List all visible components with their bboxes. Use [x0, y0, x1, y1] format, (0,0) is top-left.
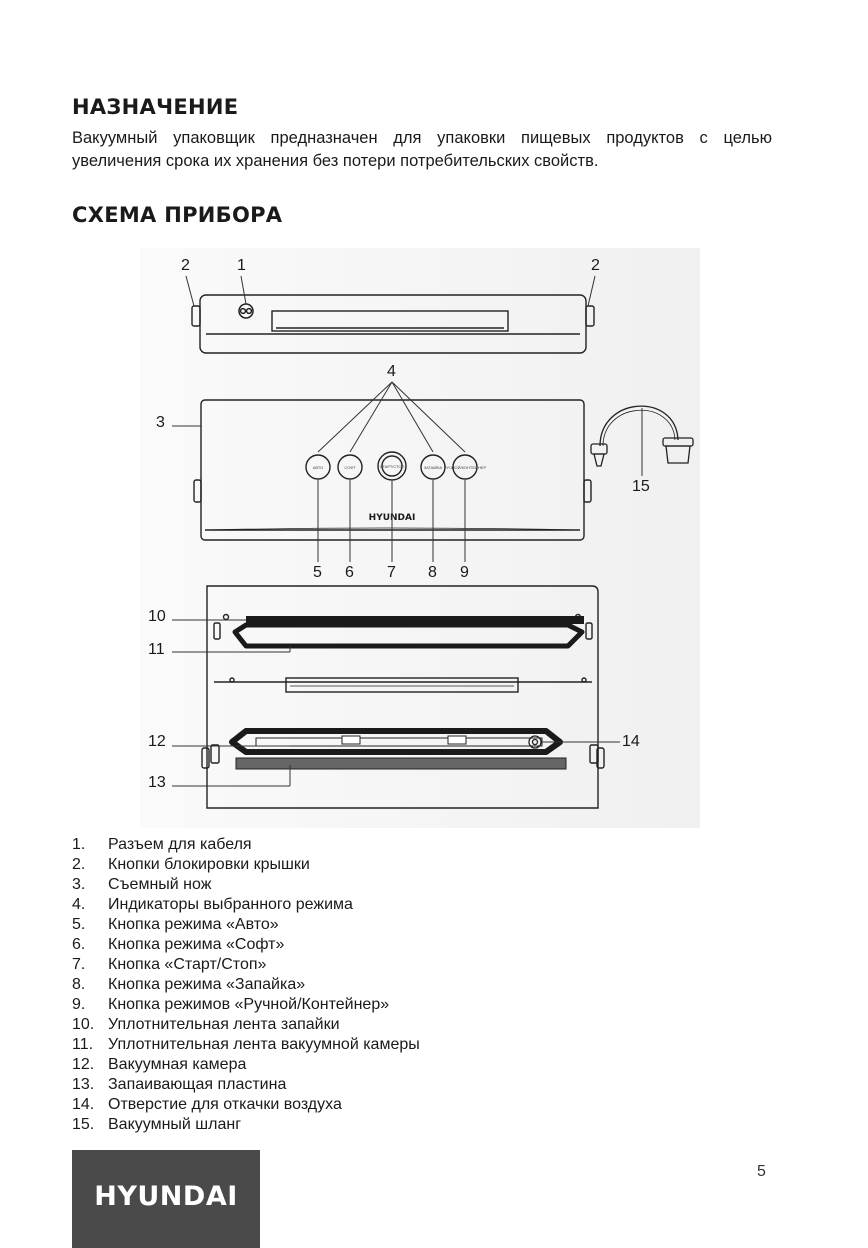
legend-item: 7. Кнопка «Старт/Стоп» — [72, 955, 420, 975]
legend-text: Кнопки блокировки крышки — [108, 856, 310, 873]
legend-item: 6. Кнопка режима «Софт» — [72, 935, 420, 955]
legend-text: Съемный нож — [108, 876, 212, 893]
legend-text: Разъем для кабеля — [108, 836, 252, 853]
callout-11: 11 — [148, 641, 165, 658]
legend-item: 11. Уплотнительная лента вакуумной камеры — [72, 1035, 420, 1055]
legend-item: 9. Кнопка режимов «Ручной/Контейнер» — [72, 995, 420, 1015]
legend-item: 14. Отверстие для откачки воздуха — [72, 1095, 420, 1115]
legend-item: 8. Кнопка режима «Запайка» — [72, 975, 420, 995]
page-number: 5 — [757, 1163, 766, 1180]
legend-number: 1. — [72, 836, 86, 853]
legend-text: Кнопка режимов «Ручной/Контейнер» — [108, 996, 390, 1013]
footer-logo: HYUNDAI — [72, 1150, 260, 1248]
legend-item: 1. Разъем для кабеля — [72, 835, 420, 855]
legend-item: 10. Уплотнительная лента запайки — [72, 1015, 420, 1035]
legend-text: Вакуумная камера — [108, 1056, 247, 1073]
legend-number: 13. — [72, 1076, 95, 1093]
legend-item: 2. Кнопки блокировки крышки — [72, 855, 420, 875]
legend-item: 13. Запаивающая пластина — [72, 1075, 420, 1095]
legend-text: Запаивающая пластина — [108, 1076, 287, 1093]
parts-legend: 1. Разъем для кабеля 2. Кнопки блокировки … — [72, 835, 420, 1135]
legend-item: 3. Съемный нож — [72, 875, 420, 895]
callout-13: 13 — [148, 774, 166, 791]
callout-5: 5 — [313, 564, 322, 581]
legend-number: 2. — [72, 856, 86, 873]
legend-number: 12. — [72, 1056, 95, 1073]
callout-6: 6 — [345, 564, 354, 581]
callout-8: 8 — [428, 564, 437, 581]
device-diagram: АВТО СОФТ СТАРТ/СТОП ЗАПАЙКА РУЧНОЙ/КОНТ… — [140, 248, 700, 828]
legend-item: 4. Индикаторы выбранного режима — [72, 895, 420, 915]
legend-text: Кнопка «Старт/Стоп» — [108, 956, 267, 973]
legend-item: 12. Вакуумная камера — [72, 1055, 420, 1075]
legend-number: 10. — [72, 1016, 95, 1033]
legend-number: 4. — [72, 896, 86, 913]
sealing-plate — [235, 757, 567, 770]
legend-text: Вакуумный шланг — [108, 1116, 242, 1133]
legend-text: Кнопка режима «Запайка» — [108, 976, 306, 993]
legend-number: 7. — [72, 956, 86, 973]
legend-number: 8. — [72, 976, 86, 993]
device-back-view — [191, 294, 595, 354]
section-title-purpose: НАЗНАЧЕНИЕ — [72, 95, 239, 119]
brand-logo-text: HYUNDAI — [94, 1180, 238, 1212]
purpose-paragraph: Вакуумный упаковщик предназначен для упа… — [72, 129, 772, 170]
legend-number: 3. — [72, 876, 86, 893]
callout-9: 9 — [460, 564, 469, 581]
callout-3: 3 — [156, 414, 165, 431]
button-label-seal: ЗАПАЙКА — [424, 465, 443, 470]
legend-number: 5. — [72, 916, 86, 933]
callout-7: 7 — [387, 564, 396, 581]
button-label-auto: АВТО — [313, 465, 323, 470]
callout-15: 15 — [632, 478, 650, 495]
callout-14: 14 — [622, 733, 640, 750]
legend-number: 9. — [72, 996, 86, 1013]
button-label-manual: РУЧНОЙ/КОНТЕЙНЕР — [444, 465, 487, 470]
legend-number: 15. — [72, 1116, 95, 1133]
callout-10: 10 — [148, 608, 166, 625]
legend-item: 15. Вакуумный шланг — [72, 1115, 420, 1135]
legend-number: 14. — [72, 1096, 95, 1113]
button-label-soft: СОФТ — [344, 465, 356, 470]
sealing-gasket-strip — [246, 616, 584, 624]
legend-text: Уплотнительная лента запайки — [108, 1016, 340, 1033]
leader-lines — [172, 275, 643, 787]
legend-number: 11. — [72, 1036, 94, 1053]
callout-2-left: 2 — [181, 257, 190, 274]
button-label-start-stop: СТАРТ/СТОП — [380, 464, 405, 469]
vacuum-hose-icon — [590, 405, 694, 467]
legend-number: 6. — [72, 936, 86, 953]
section-title-scheme: СХЕМА ПРИБОРА — [72, 203, 283, 227]
legend-text: Кнопка режима «Софт» — [108, 936, 285, 953]
callout-4: 4 — [387, 363, 396, 380]
callout-1: 1 — [237, 257, 246, 274]
legend-text: Уплотнительная лента вакуумной камеры — [108, 1036, 420, 1053]
legend-text: Кнопка режима «Авто» — [108, 916, 279, 933]
legend-text: Отверстие для откачки воздуха — [108, 1096, 342, 1113]
callout-12: 12 — [148, 733, 166, 750]
legend-text: Индикаторы выбранного режима — [108, 896, 353, 913]
legend-item: 5. Кнопка режима «Авто» — [72, 915, 420, 935]
callout-2-right: 2 — [591, 257, 600, 274]
chamber-gasket-upper — [232, 622, 585, 649]
